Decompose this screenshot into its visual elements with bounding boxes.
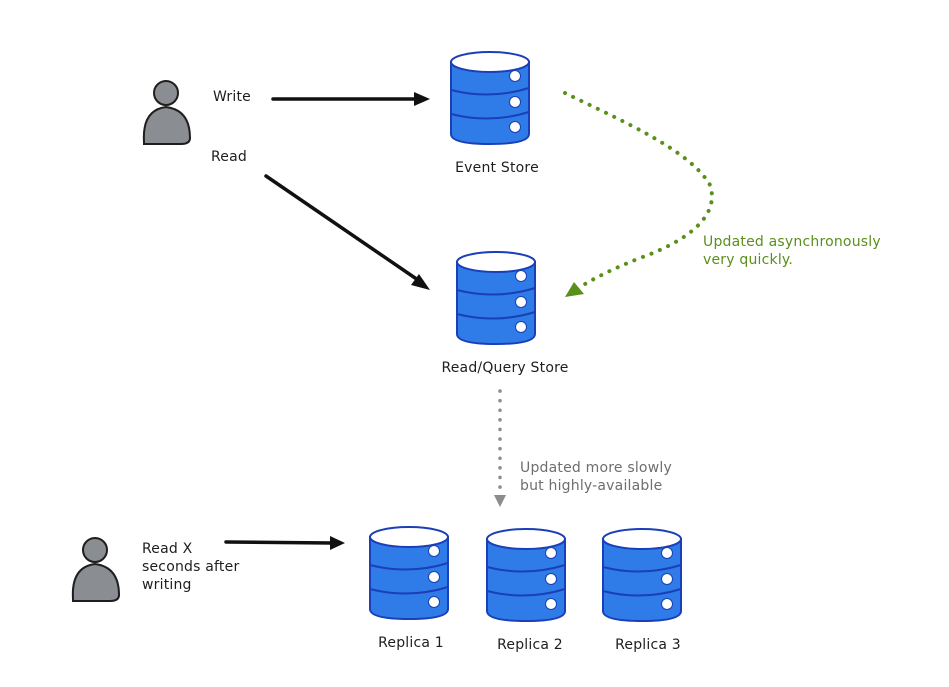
replica-2-database-icon [486,528,566,622]
query-store-label: Read/Query Store [441,360,569,376]
reader-label-line-3: writing [142,577,192,593]
reader-label-line-2: seconds after [142,559,240,575]
reader-person-icon [71,537,120,602]
reader-label: Read X seconds after writing [142,540,239,594]
read-arrow [264,174,430,290]
replica-3-label: Replica 3 [615,637,681,653]
reader-label-line-1: Read X [142,541,193,557]
replica-1-database-icon [369,526,449,620]
async-update-line-1: Updated asynchronously [703,234,881,250]
slow-update-arrow [494,389,506,507]
async-update-line-2: very quickly. [703,252,794,268]
async-update-annotation: Updated asynchronously very quickly. [703,233,881,269]
query-store-database-icon [456,251,536,345]
slow-update-line-1: Updated more slowly [520,460,672,476]
write-label: Write [213,89,251,105]
async-update-arrow [563,91,714,297]
writer-person-icon [142,80,191,145]
read-label: Read [211,149,247,165]
slow-update-line-2: but highly-available [520,478,663,494]
event-store-database-icon [450,51,530,145]
slow-update-annotation: Updated more slowly but highly-available [520,459,672,495]
read-after-write-arrow [224,536,345,550]
write-arrow [271,92,430,106]
replica-2-label: Replica 2 [497,637,563,653]
replica-3-database-icon [602,528,682,622]
replica-1-label: Replica 1 [378,635,444,651]
event-store-label: Event Store [455,160,539,176]
